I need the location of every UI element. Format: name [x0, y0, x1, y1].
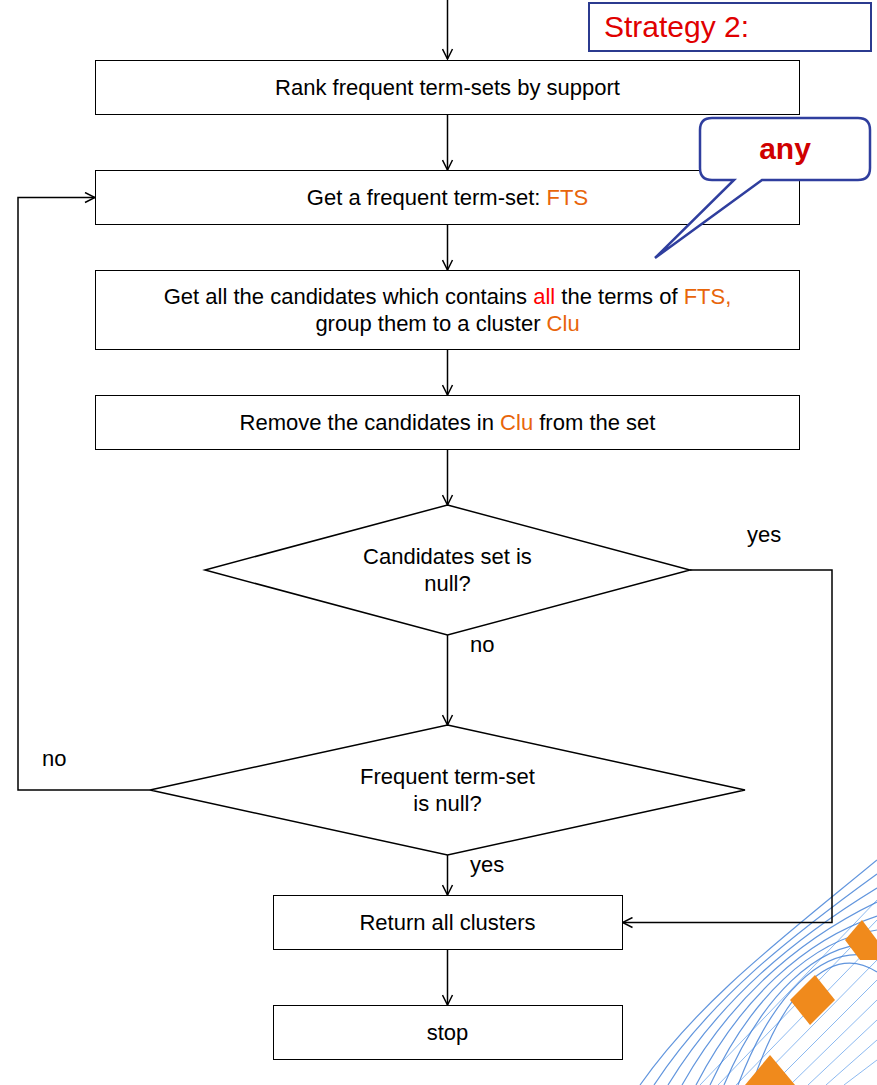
flow-arrow [447, 635, 449, 725]
flow-arrow [447, 115, 449, 170]
terminal-box: Return all clusters [273, 895, 623, 950]
box-text: Get all the candidates which contains al… [156, 283, 739, 338]
process-box: Get a frequent term-set: FTS [95, 170, 800, 225]
box-text: Strategy 2: [604, 8, 749, 46]
entry-arrow [447, 0, 449, 59]
flow-arrow [447, 855, 449, 895]
box-text: Remove the candidates in Clu from the se… [240, 409, 656, 437]
terminal-box: stop [273, 1005, 623, 1060]
decision-diamond: Candidates set is null? [205, 505, 690, 635]
process-box: Remove the candidates in Clu from the se… [95, 395, 800, 450]
edge-label: no [40, 746, 68, 772]
callout-bubble: any [700, 118, 870, 180]
process-box: Get all the candidates which contains al… [95, 270, 800, 350]
strategy-tag: Strategy 2: [588, 2, 872, 52]
box-text: Rank frequent term-sets by support [275, 74, 620, 102]
diamond-outline [205, 505, 690, 635]
edge-label: no [468, 632, 496, 658]
callout-text: any [759, 130, 811, 168]
flow-arrow [447, 450, 449, 505]
decision-text: Frequent term-set is null? [360, 763, 535, 818]
flow-arrow [447, 350, 449, 395]
edge-label: yes [745, 522, 783, 548]
flow-arrow [447, 225, 449, 270]
box-text: stop [427, 1019, 469, 1047]
process-box: Rank frequent term-sets by support [95, 60, 800, 115]
flow-arrow [447, 950, 449, 1005]
box-text: Get a frequent term-set: FTS [307, 184, 588, 212]
flow-arrow [623, 570, 833, 923]
box-text: Return all clusters [359, 909, 535, 937]
edge-label: yes [468, 852, 506, 878]
decision-diamond: Frequent term-set is null? [150, 725, 745, 855]
corner-ornament [640, 860, 877, 1085]
diamond-outline [150, 725, 745, 855]
decision-text: Candidates set is null? [353, 543, 543, 598]
